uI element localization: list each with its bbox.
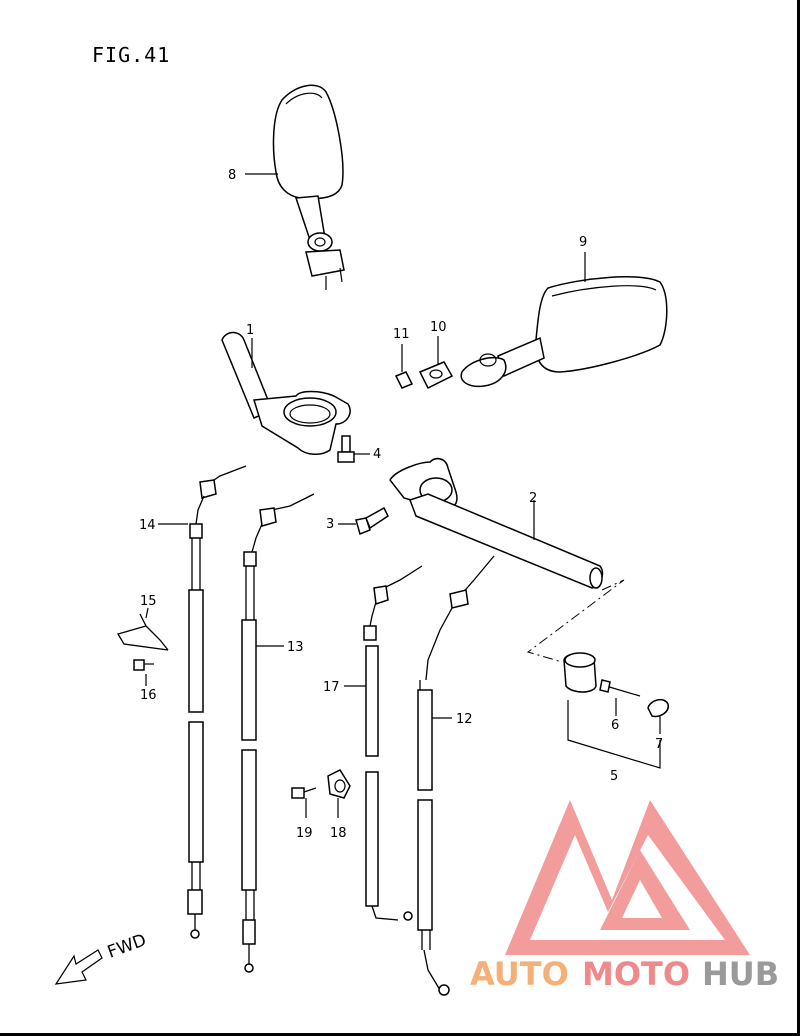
part-17-cable [363, 565, 423, 921]
callout-13: 13 [287, 640, 304, 655]
watermark-logo [505, 800, 750, 955]
part-8-left-mirror [272, 84, 345, 290]
part-7-cap [647, 698, 669, 718]
fwd-label: FWD [105, 930, 149, 962]
part-2-right-handlebar [389, 457, 604, 589]
fwd-arrow-icon [54, 949, 103, 985]
watermark-word-moto: MOTO [582, 955, 690, 993]
callout-11: 11 [393, 327, 410, 342]
callout-12: 12 [456, 712, 473, 727]
part-13-cable [241, 493, 315, 973]
callout-5: 5 [610, 769, 618, 784]
part-14-cable [187, 465, 247, 939]
part-18-clamp [327, 769, 351, 799]
callout-10: 10 [430, 320, 447, 335]
callout-18: 18 [330, 826, 347, 841]
callout-1: 1 [246, 323, 254, 338]
callout-15: 15 [140, 594, 157, 609]
part-19-bolt [291, 787, 317, 799]
bracket-5 [567, 700, 661, 769]
callout-19: 19 [296, 826, 313, 841]
callout-16: 16 [140, 688, 157, 703]
callout-8: 8 [228, 168, 236, 183]
watermark-text: AUTO MOTO HUB [470, 955, 779, 993]
leader-15 [145, 607, 149, 619]
figure-title: FIG.41 [92, 43, 170, 67]
part-5-balancer-set [563, 652, 597, 693]
part-9-right-mirror [460, 276, 668, 388]
part-16-bolt [133, 659, 154, 671]
watermark-word-auto: AUTO [470, 955, 569, 993]
callout-4: 4 [373, 447, 381, 462]
part-15-clamp [117, 613, 169, 651]
part-4-bolt [337, 435, 355, 463]
part-10-mirror-gasket [418, 361, 454, 390]
callout-2: 2 [529, 491, 537, 506]
callout-9: 9 [579, 235, 587, 250]
callout-3: 3 [326, 517, 334, 532]
logo-peak-inner [622, 880, 662, 918]
part-11-nut [394, 371, 414, 389]
assembly-line [526, 579, 625, 663]
part-6-screw [599, 679, 641, 697]
part-1-left-handlebar [221, 331, 351, 455]
part-12-cable [417, 555, 495, 996]
callout-17: 17 [323, 680, 340, 695]
callout-7: 7 [655, 737, 663, 752]
part-3-bolt [355, 506, 389, 536]
watermark-word-hub: HUB [702, 955, 779, 993]
callout-6: 6 [611, 718, 619, 733]
callout-14: 14 [139, 518, 156, 533]
